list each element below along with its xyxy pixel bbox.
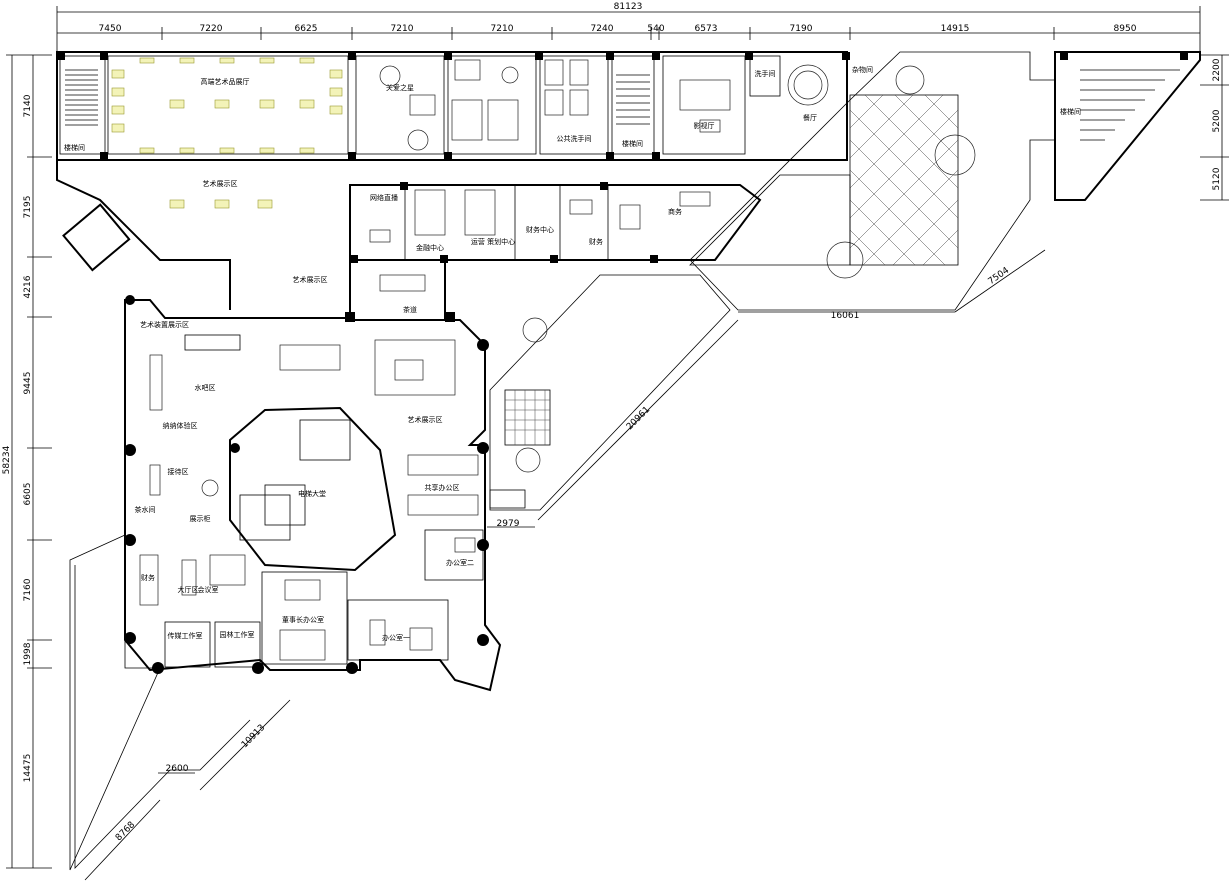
dim-top-10: 14915	[941, 24, 970, 34]
tea-ceremony: 茶道	[349, 259, 446, 321]
southwest-ramp	[69, 534, 251, 871]
label-gallery-hall: 高端艺术品展厅	[201, 77, 250, 86]
label-guanai: 关爱之星	[386, 83, 414, 92]
dim-left-3: 4216	[23, 275, 33, 298]
dim-top-11: 8950	[1114, 24, 1137, 34]
dim-right-2: 5200	[1212, 109, 1222, 132]
dim-diag-1: 16061	[831, 311, 860, 321]
label-stair-ne: 楼梯间	[1060, 107, 1081, 116]
label-display: 展示柜	[190, 514, 211, 523]
label-chairman: 董事长办公室	[282, 615, 324, 624]
label-restaurant: 餐厅	[803, 113, 817, 122]
dim-top-1: 7450	[99, 24, 122, 34]
label-art-show-1: 艺术展示区	[203, 179, 238, 188]
west-wing: 艺术装置展示区 水吧区 纳纳体验区 艺术展示区 电梯大堂 接待区 茶水间 展示柜…	[124, 299, 502, 692]
dim-top-4: 7210	[391, 24, 414, 34]
label-tea: 茶道	[403, 305, 417, 314]
left-dimension-chain: 58234 7140 7195 4216 9445 6605 7160 1998…	[2, 54, 52, 869]
dim-top-6: 7240	[591, 24, 614, 34]
dim-diag-3: 20961	[625, 405, 652, 432]
label-office1: 办公室一	[382, 633, 410, 642]
central-garden	[489, 274, 731, 511]
dim-top-7: 540	[647, 24, 664, 34]
art-show-area: 艺术展示区 艺术展示区	[56, 160, 328, 310]
label-ops: 运营 策划中心	[471, 237, 515, 246]
dim-top-8: 6573	[695, 24, 718, 34]
gallery-lights	[111, 57, 343, 154]
top-dimension-chain: 81123 7450 7220 6625 7210 7210 7240 540 …	[56, 2, 1201, 52]
label-office2: 办公室二	[446, 558, 474, 567]
label-tea-room: 茶水间	[135, 505, 156, 514]
label-finance2: 财务	[589, 237, 603, 246]
structural-columns	[57, 52, 1188, 674]
label-wc: 公共洗手间	[557, 134, 592, 143]
dim-diag-4: 2979	[497, 519, 520, 529]
label-elevator-hall: 电梯大堂	[298, 489, 326, 498]
dim-left-7: 1998	[23, 642, 33, 665]
dim-top-5: 7210	[491, 24, 514, 34]
dim-left-6: 7160	[23, 578, 33, 601]
label-drive: 大厅区	[178, 585, 199, 594]
label-media: 传媒工作室	[168, 631, 203, 640]
dim-left-1: 7140	[23, 94, 33, 117]
dim-diag-5: 10913	[240, 723, 267, 750]
dim-left-5: 6605	[23, 483, 33, 506]
label-shared-office: 共享办公区	[425, 483, 460, 492]
northeast-garden: 杂物间	[689, 51, 1056, 311]
label-stair-nw: 楼梯间	[64, 143, 85, 152]
label-finance-room: 财务	[141, 573, 155, 582]
label-cinema: 影视厅	[694, 121, 715, 130]
northeast-stair-tower: 楼梯间	[1054, 51, 1201, 201]
dim-left-8: 14475	[23, 754, 33, 783]
label-service: 财务中心	[526, 225, 554, 234]
dim-left-2: 7195	[23, 196, 33, 219]
dim-diag-7: 8768	[114, 820, 137, 843]
right-dimension-chain: 2200 5200 5120	[1200, 54, 1229, 201]
dim-top-3: 6625	[295, 24, 318, 34]
north-wing: 楼梯间 高端艺术品展厅 关爱之星 公共	[56, 51, 848, 161]
label-reception: 接待区	[168, 467, 189, 476]
dim-diag-2: 7504	[987, 266, 1012, 287]
label-business: 商务	[668, 207, 682, 216]
label-art-show-3: 艺术展示区	[408, 415, 443, 424]
dim-overall-height: 58234	[2, 445, 12, 474]
dim-left-4: 9445	[23, 372, 33, 395]
label-finance: 金融中心	[416, 243, 444, 252]
label-water-bar: 水吧区	[195, 383, 216, 392]
diagonal-dimensions: 16061 7504 20961 2979 10913 2600 8768	[84, 249, 1046, 881]
label-art-show-2: 艺术展示区	[293, 275, 328, 284]
dim-right-1: 2200	[1212, 58, 1222, 81]
label-install-art: 艺术装置展示区	[140, 320, 189, 329]
label-live: 网络直播	[370, 193, 398, 202]
dim-overall-width: 81123	[614, 2, 643, 12]
label-wash2: 洗手间	[755, 69, 776, 78]
label-gift: 纳纳体验区	[163, 421, 198, 430]
dim-top-2: 7220	[200, 24, 223, 34]
dim-diag-6: 2600	[166, 764, 189, 774]
label-garden-studio: 园林工作室	[220, 630, 255, 639]
central-offices: 网络直播 金融中心 运营 策划中心 财务中心 财务 商务	[349, 184, 762, 261]
label-storage: 杂物间	[852, 65, 873, 74]
label-meeting: 会议室	[198, 585, 219, 594]
dim-top-9: 7190	[790, 24, 813, 34]
label-stair-mid: 楼梯间	[622, 139, 643, 148]
dim-right-3: 5120	[1212, 167, 1222, 190]
